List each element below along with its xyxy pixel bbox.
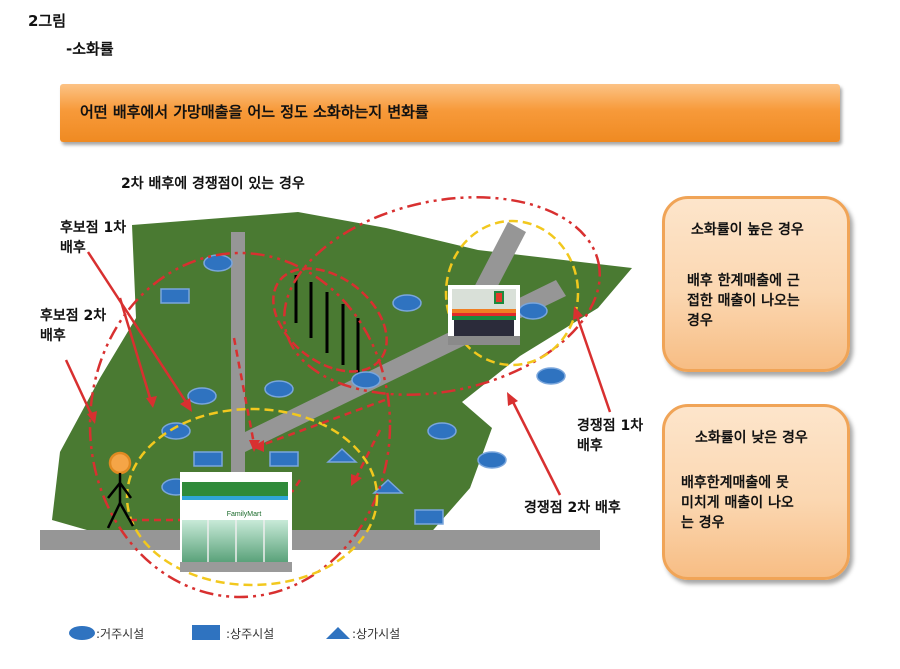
card-low-absorption: 소화률이 낮은 경우 배후한계매출에 못 미치게 매출이 나오 는 경우 <box>662 404 850 580</box>
label-competitor-primary: 경쟁점 1차 배후 <box>577 418 644 454</box>
page-title: 2그림 <box>28 12 67 30</box>
pedestrian-figure <box>106 451 135 529</box>
card-heading: 소화률이 낮은 경우 <box>695 430 808 446</box>
flow-arrow-2 <box>261 398 386 447</box>
label-candidate-primary: 후보점 1차 배후 <box>60 220 127 256</box>
flow-arrow-1 <box>232 337 256 445</box>
legend-commercial: :상가시설 <box>352 627 401 641</box>
flow-arrow-4 <box>290 479 302 493</box>
overlap-boundary <box>272 267 388 373</box>
card-heading: 소화률이 높은 경우 <box>691 222 804 238</box>
competitor-primary-boundary <box>444 219 580 367</box>
leader-competitor-secondary <box>510 399 562 496</box>
leader-candidate-secondary <box>118 297 152 399</box>
label-candidate-secondary: 후보점 2차 배후 <box>40 308 107 344</box>
square-icon <box>192 625 220 640</box>
triangle-icon <box>326 627 350 639</box>
candidate-store-icon: FamilyMart <box>180 472 292 572</box>
candidate-secondary-boundary <box>88 251 392 599</box>
card-high-absorption: 소화률이 높은 경우 배후 한계매출에 근 접한 매출이 나오는 경우 <box>662 196 850 372</box>
flow-arrow-3 <box>354 429 382 479</box>
leader-candidate-secondary-2 <box>64 359 94 417</box>
candidate-primary-boundary <box>125 407 379 587</box>
ellipse-icon <box>69 626 95 640</box>
road-upper <box>470 222 526 305</box>
card-body: 배후한계매출에 못 미치게 매출이 나오 는 경우 <box>681 475 794 531</box>
card-body: 배후 한계매출에 근 접한 매출이 나오는 경우 <box>687 273 800 329</box>
definition-banner: 어떤 배후에서 가망매출을 어느 정도 소화하는지 변화률 <box>60 84 840 142</box>
competitor-store-icon <box>448 285 520 345</box>
overlap-hatch <box>294 275 360 375</box>
label-competitor-secondary: 경쟁점 2차 배후 <box>524 500 621 516</box>
competitor-secondary-boundary <box>283 196 601 396</box>
leader-competitor-primary <box>575 315 612 413</box>
page-subtitle: -소화률 <box>66 40 114 58</box>
banner-text: 어떤 배후에서 가망매출을 어느 정도 소화하는지 변화률 <box>80 103 429 121</box>
diagram-caption: 2차 배후에 경쟁점이 있는 경우 <box>121 176 305 192</box>
leader-candidate-primary <box>86 251 188 403</box>
legend-office: :상주시설 <box>226 627 275 641</box>
legend-residential: :거주시설 <box>96 627 145 641</box>
office-markers <box>160 288 444 525</box>
store-sign: FamilyMart <box>227 511 262 518</box>
road-vertical <box>231 232 245 530</box>
